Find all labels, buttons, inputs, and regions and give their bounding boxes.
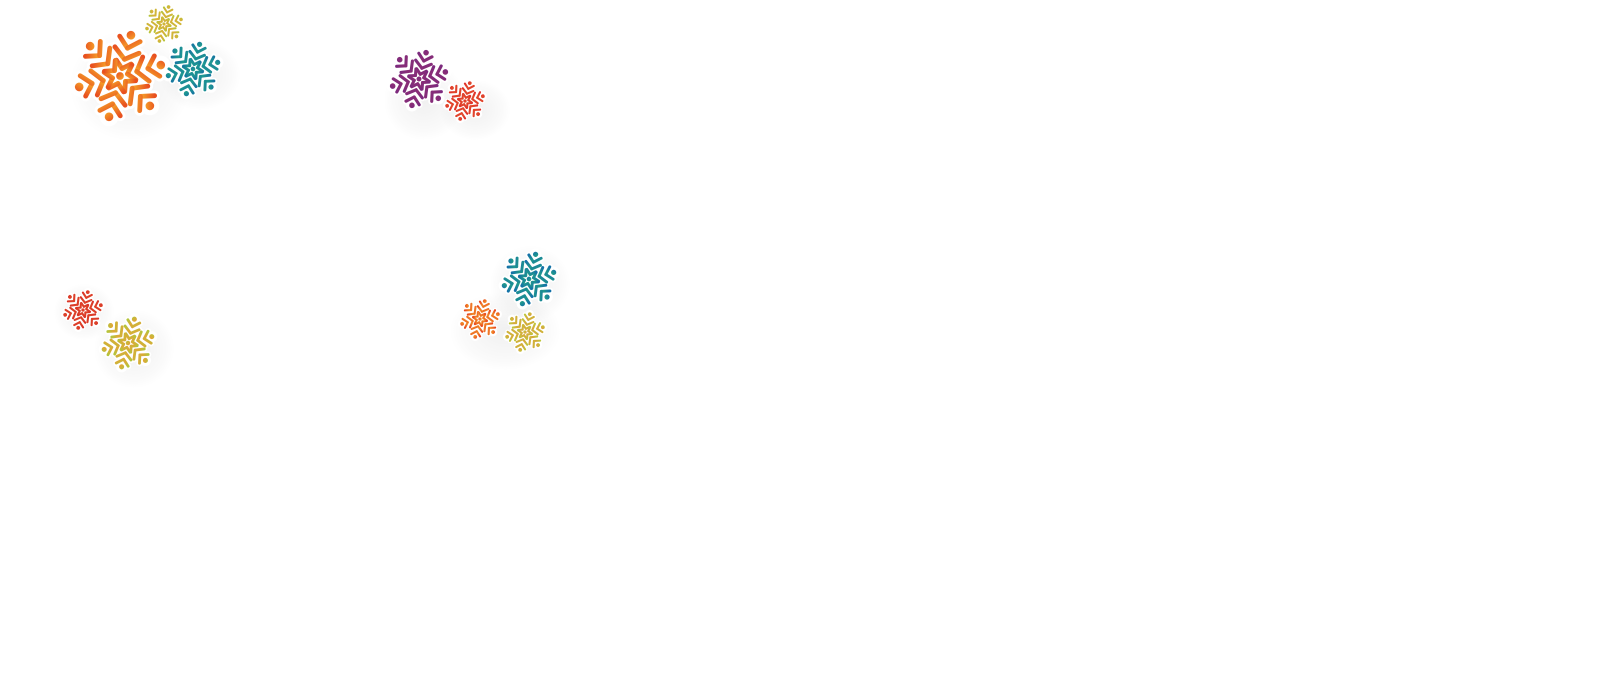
snowflake-cluster-bottom-left (50, 280, 180, 390)
snowflake-cluster-bottom-middle (450, 240, 580, 370)
snowflake-icon (60, 287, 106, 333)
snowflake-icon (386, 46, 452, 112)
snowflake-cluster-top-left (60, 0, 250, 140)
snowflake-icon (162, 38, 224, 100)
snowflake-icon (457, 296, 503, 342)
snowflake-icon (442, 78, 488, 124)
snowflake-icon (69, 25, 171, 127)
snowflake-icon (143, 3, 185, 45)
snowflake-icon (98, 313, 158, 373)
snowflake-icon (502, 309, 548, 355)
snowflake-icon (498, 248, 560, 310)
snowflake-cluster-top-middle (380, 40, 510, 140)
